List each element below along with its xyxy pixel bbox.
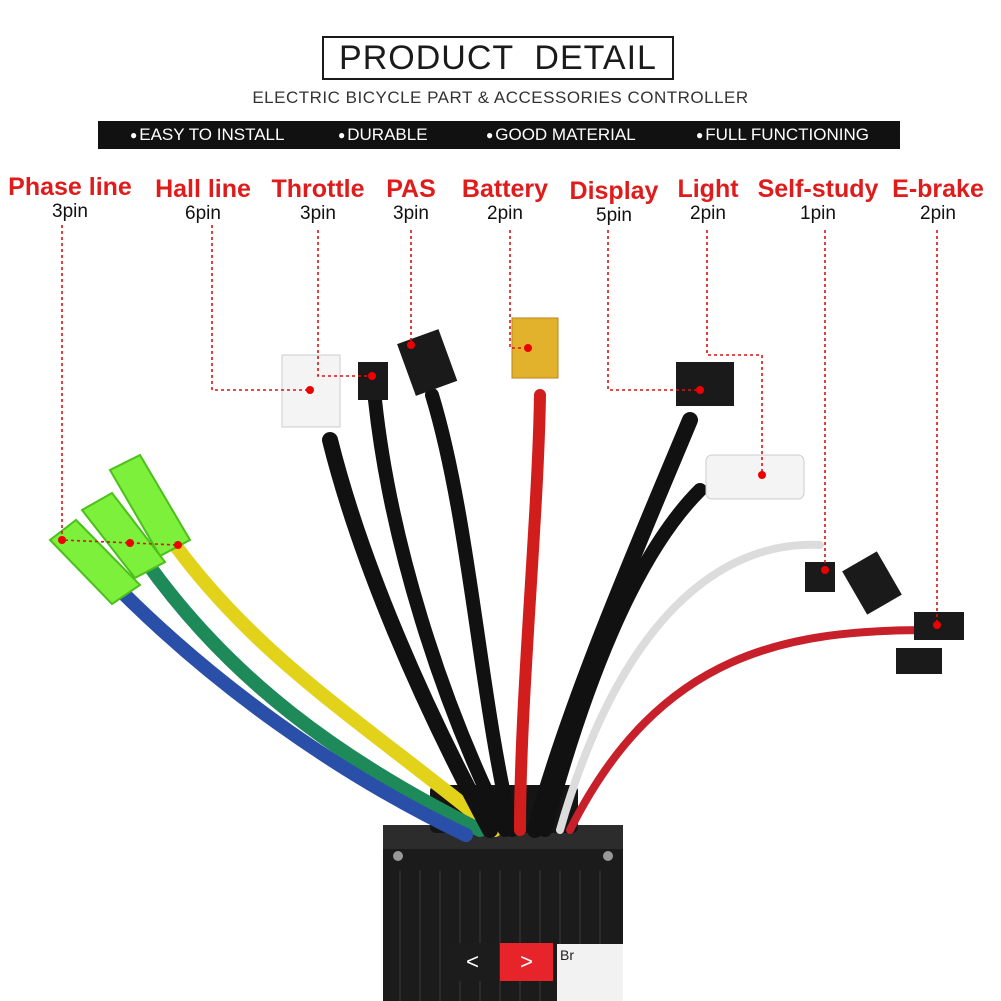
self-study-connector bbox=[805, 562, 835, 592]
connector-label-pas: PAS 3pin bbox=[386, 175, 436, 225]
connector-label-phase-line: Phase line 3pin bbox=[8, 173, 132, 223]
connector-label-light: Light 2pin bbox=[677, 175, 738, 225]
bullet-icon: ● bbox=[696, 128, 704, 142]
controller-brand-label: Br bbox=[560, 947, 574, 963]
connector-label-battery: Battery 2pin bbox=[462, 175, 548, 225]
feature-item: ●FULL FUNCTIONING bbox=[696, 125, 869, 144]
display-connector bbox=[676, 362, 734, 406]
connector-name: Throttle bbox=[271, 175, 365, 203]
self-study-mate-connector bbox=[842, 551, 902, 615]
screw-icon bbox=[603, 851, 613, 861]
feature-item: ●DURABLE bbox=[338, 125, 428, 144]
chevron-left-icon: < bbox=[466, 949, 479, 974]
feature-item: ●EASY TO INSTALL bbox=[130, 125, 285, 144]
connector-pins: 2pin bbox=[920, 203, 956, 224]
connector-pins: 2pin bbox=[690, 203, 726, 224]
connector-name: Light bbox=[677, 175, 739, 203]
gallery-next-button[interactable]: > bbox=[500, 943, 553, 981]
connector-label-display: Display 5pin bbox=[570, 177, 659, 227]
connector-name: Battery bbox=[461, 175, 549, 203]
connector-name: Phase line bbox=[8, 173, 132, 201]
connector-pins: 2pin bbox=[487, 203, 523, 224]
gallery-prev-button[interactable]: < bbox=[446, 943, 499, 981]
connector-name: Self-study bbox=[757, 175, 879, 203]
chevron-right-icon: > bbox=[520, 949, 533, 974]
connector-label-hall-line: Hall line 6pin bbox=[155, 175, 251, 225]
connector-label-self-study: Self-study 1pin bbox=[758, 175, 879, 225]
bullet-icon: ● bbox=[486, 128, 494, 142]
page-title: PRODUCT DETAIL bbox=[322, 36, 674, 80]
feature-bar: ●EASY TO INSTALL ●DURABLE ●GOOD MATERIAL… bbox=[98, 121, 900, 149]
screw-icon bbox=[393, 851, 403, 861]
throttle-connector bbox=[358, 362, 388, 400]
connector-name: Hall line bbox=[155, 175, 251, 203]
pas-connector bbox=[397, 329, 458, 396]
light-connector bbox=[705, 454, 805, 500]
connector-label-throttle: Throttle 3pin bbox=[271, 175, 364, 225]
connector-pins: 3pin bbox=[52, 201, 88, 222]
page-subtitle: ELECTRIC BICYCLE PART & ACCESSORIES CONT… bbox=[252, 88, 749, 107]
connector-pins: 3pin bbox=[393, 203, 429, 224]
connector-pins: 6pin bbox=[185, 203, 221, 224]
bullet-icon: ● bbox=[130, 128, 138, 142]
bullet-icon: ● bbox=[338, 128, 346, 142]
connector-name: E-brake bbox=[892, 175, 984, 203]
signal-cables bbox=[322, 388, 934, 838]
leader-dots bbox=[58, 341, 941, 629]
feature-item: ●GOOD MATERIAL bbox=[486, 125, 636, 144]
connector-name: Display bbox=[569, 177, 659, 205]
connector-name: PAS bbox=[386, 175, 436, 203]
connector-pins: 5pin bbox=[596, 205, 632, 226]
controller-sticker bbox=[557, 944, 623, 1001]
phase-wires bbox=[113, 538, 502, 842]
connector-label-e-brake: E-brake 2pin bbox=[892, 175, 984, 225]
connector-pins: 1pin bbox=[800, 203, 836, 224]
e-brake-connector-2 bbox=[896, 648, 942, 674]
connector-pins: 3pin bbox=[300, 203, 336, 224]
